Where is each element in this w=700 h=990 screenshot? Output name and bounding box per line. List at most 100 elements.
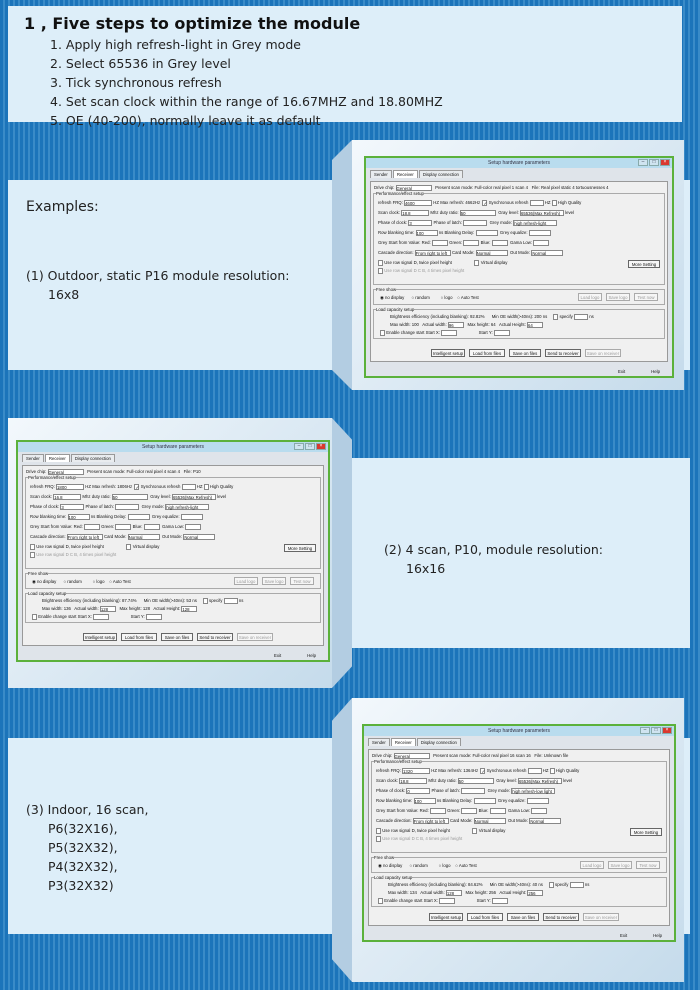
- actual-width-input[interactable]: 128: [99, 606, 116, 612]
- phase-latch-select[interactable]: [461, 788, 486, 794]
- blanking-delay-select[interactable]: [475, 230, 498, 236]
- intelligent-setup-button[interactable]: Intelligent setup: [431, 349, 465, 357]
- high-quality-checkbox[interactable]: [551, 200, 557, 206]
- hz-select[interactable]: [527, 768, 542, 774]
- load-logo-button[interactable]: Load logo: [578, 293, 602, 301]
- blanking-delay-select[interactable]: [127, 514, 150, 520]
- minimize-icon[interactable]: –: [638, 159, 648, 166]
- save-logo-button[interactable]: Save logo: [262, 577, 286, 585]
- specify-checkbox[interactable]: [548, 882, 554, 888]
- row-blanking-input[interactable]: 100: [67, 514, 90, 520]
- gray-level-select[interactable]: 65536(Max Refresh): [171, 494, 216, 500]
- blanking-delay-select[interactable]: [473, 798, 496, 804]
- virtual-display-checkbox[interactable]: [472, 828, 478, 834]
- random-radio[interactable]: random: [413, 863, 428, 868]
- load-from-files-button[interactable]: Load from files: [121, 633, 157, 641]
- refresh-frq-select[interactable]: 1320: [402, 768, 431, 774]
- actual-height-input[interactable]: 128: [181, 606, 198, 612]
- auto-test-radio[interactable]: Auto Test: [460, 295, 479, 300]
- start-y-input[interactable]: [491, 898, 508, 904]
- virtual-display-checkbox[interactable]: [126, 544, 132, 550]
- send-to-receiver-button[interactable]: Send to receiver: [543, 913, 579, 921]
- specify-input[interactable]: [569, 882, 584, 888]
- cascade-select[interactable]: From right to left: [412, 818, 449, 824]
- logo-radio[interactable]: logo: [444, 295, 453, 300]
- gama-low-input[interactable]: [185, 524, 202, 530]
- phase-clock-select[interactable]: 3: [408, 220, 433, 226]
- grey-mode-select[interactable]: high refresh-light: [165, 504, 210, 510]
- out-mode-select[interactable]: Normal: [183, 534, 216, 540]
- auto-test-radio[interactable]: Auto Test: [458, 863, 477, 868]
- start-x-input[interactable]: [441, 330, 458, 336]
- start-y-input[interactable]: [145, 614, 162, 620]
- sync-refresh-checkbox[interactable]: ✓: [134, 484, 140, 490]
- help-button[interactable]: Help: [653, 933, 662, 938]
- blue-input[interactable]: [489, 808, 506, 814]
- grey-mode-select[interactable]: high refresh-low light: [511, 788, 556, 794]
- red-input[interactable]: [83, 524, 100, 530]
- enable-change-checkbox[interactable]: [380, 330, 385, 336]
- sync-refresh-checkbox[interactable]: ✓: [482, 200, 488, 206]
- load-from-files-button[interactable]: Load from files: [467, 913, 503, 921]
- tab-receiver[interactable]: Receiver: [44, 454, 70, 462]
- random-radio[interactable]: random: [415, 295, 430, 300]
- exit-button[interactable]: Exit: [273, 653, 282, 658]
- high-quality-checkbox[interactable]: [549, 768, 555, 774]
- card-mode-select[interactable]: Normal: [127, 534, 160, 540]
- tab-display-connection[interactable]: Display connection: [70, 454, 115, 462]
- red-input[interactable]: [431, 240, 448, 246]
- help-button[interactable]: Help: [307, 653, 316, 658]
- out-mode-select[interactable]: Normal: [531, 250, 564, 256]
- tab-sender[interactable]: Sender: [22, 454, 44, 462]
- send-to-receiver-button[interactable]: Send to receiver: [197, 633, 233, 641]
- cascade-select[interactable]: From right to left: [66, 534, 103, 540]
- virtual-display-checkbox[interactable]: [474, 260, 480, 266]
- minimize-icon[interactable]: –: [640, 727, 650, 734]
- close-icon[interactable]: ×: [660, 159, 670, 166]
- no-display-radio[interactable]: no display: [382, 863, 403, 868]
- red-input[interactable]: [429, 808, 446, 814]
- close-icon[interactable]: ×: [316, 443, 326, 450]
- random-radio[interactable]: random: [67, 579, 82, 584]
- grey-equalize-select[interactable]: [526, 798, 549, 804]
- maximize-icon[interactable]: □: [651, 727, 661, 734]
- logo-radio[interactable]: logo: [442, 863, 451, 868]
- refresh-frq-select[interactable]: 4600: [404, 200, 433, 206]
- exit-button[interactable]: Exit: [617, 369, 626, 374]
- gray-level-select[interactable]: 65536(Max Refresh): [517, 778, 562, 784]
- row-blanking-input[interactable]: 100: [415, 230, 438, 236]
- green-input[interactable]: [463, 240, 480, 246]
- phase-clock-select[interactable]: 3: [60, 504, 85, 510]
- test-now-button[interactable]: Test now: [290, 577, 314, 585]
- tab-sender[interactable]: Sender: [370, 170, 392, 178]
- auto-test-radio[interactable]: Auto Test: [112, 579, 131, 584]
- tab-display-connection[interactable]: Display connection: [416, 738, 461, 746]
- tab-receiver[interactable]: Receiver: [390, 738, 416, 746]
- start-x-input[interactable]: [439, 898, 456, 904]
- card-mode-select[interactable]: Normal: [475, 250, 508, 256]
- save-logo-button[interactable]: Save logo: [608, 861, 632, 869]
- scan-clock-select[interactable]: 16.8: [53, 494, 82, 500]
- save-logo-button[interactable]: Save logo: [606, 293, 630, 301]
- actual-height-input[interactable]: 256: [527, 890, 544, 896]
- grey-equalize-select[interactable]: [528, 230, 551, 236]
- gama-low-input[interactable]: [531, 808, 548, 814]
- specify-checkbox[interactable]: [553, 314, 559, 320]
- intelligent-setup-button[interactable]: Intelligent setup: [83, 633, 117, 641]
- refresh-frq-select[interactable]: 1800: [56, 484, 85, 490]
- save-on-receiver-button[interactable]: Save on receiver: [237, 633, 273, 641]
- use-row2-checkbox[interactable]: [378, 268, 383, 274]
- actual-width-input[interactable]: 128: [445, 890, 462, 896]
- start-x-input[interactable]: [93, 614, 110, 620]
- load-logo-button[interactable]: Load logo: [234, 577, 258, 585]
- exit-button[interactable]: Exit: [619, 933, 628, 938]
- send-to-receiver-button[interactable]: Send to receiver: [545, 349, 581, 357]
- sync-refresh-checkbox[interactable]: ✓: [480, 768, 486, 774]
- scan-clock-select[interactable]: 18.8: [401, 210, 430, 216]
- window-titlebar[interactable]: Setup hardware parameters –□×: [364, 726, 674, 736]
- duty-ratio-input[interactable]: 50: [111, 494, 148, 500]
- close-icon[interactable]: ×: [662, 727, 672, 734]
- more-setting-button[interactable]: More Setting: [284, 544, 316, 552]
- maximize-icon[interactable]: □: [305, 443, 315, 450]
- green-input[interactable]: [461, 808, 478, 814]
